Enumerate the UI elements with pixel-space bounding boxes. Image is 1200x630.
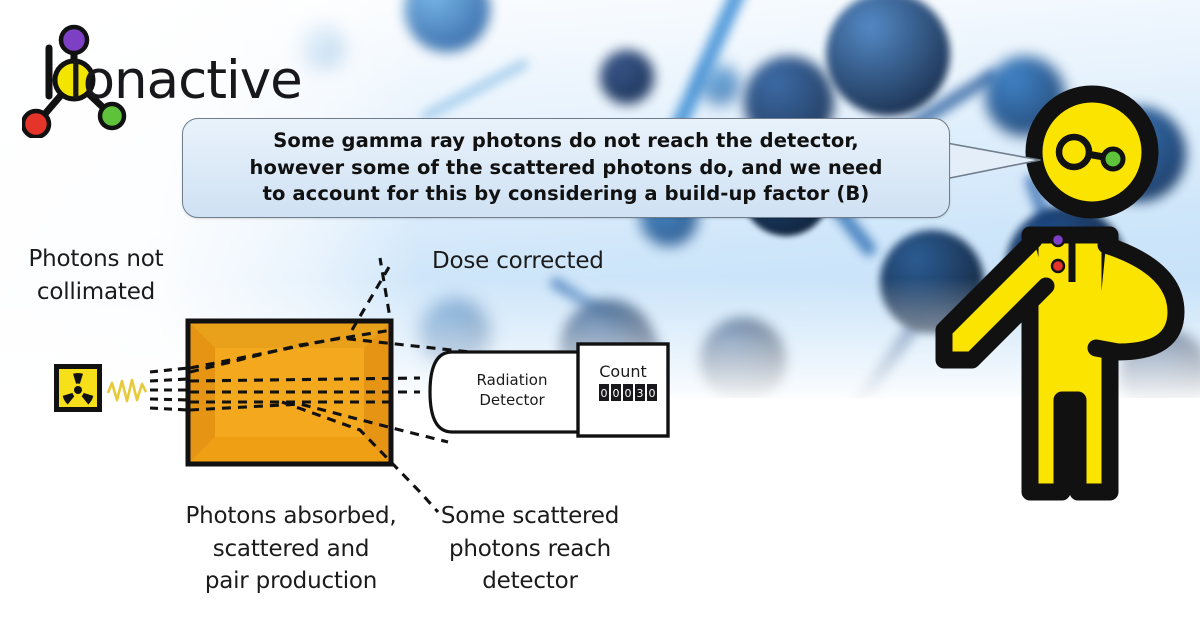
atom-green	[97, 101, 127, 131]
count-digit: 0	[610, 383, 622, 402]
label-line: pair production	[204, 568, 378, 595]
atom-purple	[58, 24, 90, 56]
detector-label-line: Radiation	[476, 371, 548, 389]
label-dose-corrected: Dose corrected	[432, 245, 632, 278]
bubble-line: Some gamma ray photons do not reach the …	[273, 129, 859, 153]
label-line: Dose corrected	[432, 248, 604, 274]
detector-label-line: Detector	[479, 391, 545, 410]
molecule-logo-icon	[22, 24, 127, 138]
photon-paths	[189, 257, 471, 514]
label-line: photons reach	[448, 535, 612, 562]
label-line: detector	[482, 568, 578, 595]
brand-name: Ionactive	[68, 50, 303, 111]
label-photons-absorbed: Photons absorbed, scattered and pair pro…	[176, 500, 406, 598]
label-photons-not-collimated: Photons not collimated	[6, 243, 186, 308]
label-line: Photons absorbed,	[185, 503, 397, 529]
label-line: Photons not	[28, 246, 164, 272]
radiation-trefoil-icon	[54, 364, 102, 412]
count-digit: 0	[598, 383, 610, 402]
atom-red	[22, 108, 52, 138]
bg-atom	[600, 50, 654, 104]
label-line: scattered and	[212, 535, 370, 562]
bubble-line: however some of the scattered photons do…	[249, 155, 883, 179]
detector-label: Radiation Detector	[452, 370, 572, 411]
brand-logo[interactable]: Ionactive	[22, 18, 322, 138]
label-scattered-reach-detector: Some scattered photons reach detector	[430, 500, 630, 598]
incoming-photon-rays	[149, 366, 189, 412]
radiation-detector	[428, 350, 602, 434]
label-line: collimated	[36, 278, 156, 305]
label-line: Some scattered	[440, 503, 620, 529]
count-title: Count	[578, 362, 668, 381]
count-digit: 3	[634, 383, 646, 402]
atom-yellow	[52, 58, 96, 102]
count-digit: 0	[622, 383, 634, 402]
speech-bubble: Some gamma ray photons do not reach the …	[182, 118, 950, 218]
speech-bubble-text: Some gamma ray photons do not reach the …	[183, 119, 949, 217]
count-digit: 0	[646, 383, 658, 402]
bg-atom	[826, 0, 950, 116]
bubble-line: to account for this by considering a bui…	[262, 182, 870, 206]
gamma-wave-icon	[106, 378, 148, 403]
bg-atom	[700, 65, 740, 105]
count-title-text: Count	[599, 362, 647, 381]
